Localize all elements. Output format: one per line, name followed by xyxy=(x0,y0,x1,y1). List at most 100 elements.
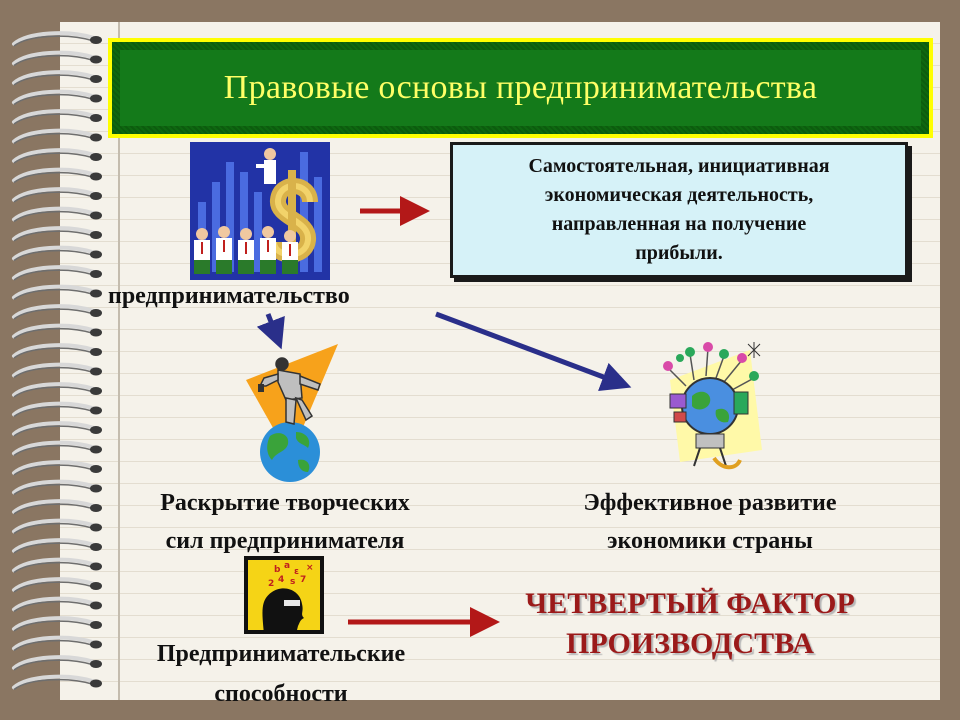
spiral-coil-shadow xyxy=(13,639,95,652)
runner-globe-icon xyxy=(246,344,338,482)
spiral-coil-shadow xyxy=(13,542,95,554)
spiral-coil-shadow xyxy=(13,425,95,437)
spiral-hole xyxy=(90,465,102,473)
spiral-coil xyxy=(12,518,96,534)
spiral-hole xyxy=(90,133,102,142)
svg-text:4: 4 xyxy=(278,575,284,585)
spiral-coil xyxy=(12,206,96,222)
spiral-coil-shadow xyxy=(13,620,95,632)
spiral-hole xyxy=(90,582,102,590)
spiral-hole xyxy=(90,406,102,415)
fourth-factor-label: ЧЕТВЕРТЫЙ ФАКТОР ПРОИЗВОДСТВА xyxy=(500,584,880,664)
spiral-coil xyxy=(12,401,96,417)
spiral-coil-shadow xyxy=(13,171,95,184)
spiral-coil xyxy=(12,616,96,631)
spiral-hole xyxy=(90,231,102,239)
entrepreneurial-abilities-line-1: Предпринимательские xyxy=(156,641,406,667)
spiral-hole xyxy=(90,426,102,434)
spiral-coil-shadow xyxy=(13,288,95,301)
spiral-hole xyxy=(90,543,102,551)
spiral-hole xyxy=(90,504,102,512)
spiral-coil xyxy=(12,479,96,495)
spiral-coil-shadow xyxy=(13,581,95,593)
svg-text:7: 7 xyxy=(300,575,306,585)
economy-development-line-1: Эффективное развитие xyxy=(583,490,837,516)
spiral-hole xyxy=(90,192,102,200)
spiral-coil xyxy=(12,167,96,183)
entrepreneurial-abilities-label: Предпринимательские способности xyxy=(108,634,454,714)
spiral-coil-shadow xyxy=(13,600,95,613)
spiral-coil xyxy=(12,538,96,553)
spiral-coil-shadow xyxy=(13,444,95,457)
fourth-factor-line-2: ПРОИЗВОДСТВА xyxy=(566,627,814,660)
creative-forces-line-2: сил предпринимателя xyxy=(165,528,405,554)
business-people-dollar-icon xyxy=(190,142,330,280)
spiral-coil-shadow xyxy=(13,210,95,223)
spiral-coil-shadow xyxy=(13,308,95,320)
spiral-coil-shadow xyxy=(13,483,95,496)
spiral-coil xyxy=(12,674,96,690)
spiral-hole xyxy=(90,328,102,337)
spiral-coil xyxy=(12,284,96,300)
spiral-coil xyxy=(12,128,96,144)
spiral-coil-shadow xyxy=(13,113,95,125)
spiral-hole xyxy=(90,523,102,532)
creative-forces-line-1: Раскрытие творческих xyxy=(160,490,410,516)
spiral-hole xyxy=(90,621,102,629)
svg-text:b: b xyxy=(274,565,281,575)
spiral-coil-shadow xyxy=(13,132,95,145)
spiral-coil xyxy=(12,187,96,202)
spiral-hole xyxy=(90,484,102,493)
svg-text:×: × xyxy=(306,563,314,573)
spiral-coil xyxy=(12,323,96,339)
spiral-hole xyxy=(90,367,102,376)
title-banner: Правовые основы предпринимательства xyxy=(108,38,933,138)
definition-line-3: направленная на получение xyxy=(551,213,807,235)
spiral-coil xyxy=(12,635,96,651)
spiral-coil xyxy=(12,557,96,573)
spiral-hole xyxy=(90,153,102,161)
spiral-coil xyxy=(12,421,96,436)
spiral-hole xyxy=(90,94,102,103)
spiral-hole xyxy=(90,36,102,44)
creative-forces-label: Раскрытие творческих сил предпринимателя xyxy=(112,484,458,560)
spiral-coil-shadow xyxy=(13,366,95,379)
spiral-coil xyxy=(12,70,96,85)
spiral-binding xyxy=(12,31,102,691)
spiral-coil-shadow xyxy=(13,347,95,359)
spiral-hole xyxy=(90,309,102,317)
entrepreneurship-label: предпринимательство xyxy=(108,283,350,309)
tech-globe-icon xyxy=(663,342,762,470)
spiral-hole xyxy=(90,679,102,688)
spiral-hole xyxy=(90,172,102,181)
spiral-coil xyxy=(12,265,96,280)
spiral-hole xyxy=(90,640,102,649)
definition-box: Самостоятельная, инициативная экономичес… xyxy=(450,142,908,278)
spiral-coil-shadow xyxy=(13,405,95,418)
entrepreneurial-abilities-line-2: способности xyxy=(214,681,348,707)
svg-text:2: 2 xyxy=(268,579,274,589)
spiral-coil-shadow xyxy=(13,659,95,671)
page-title: Правовые основы предпринимательства xyxy=(223,69,818,106)
economy-development-label: Эффективное развитие экономики страны xyxy=(530,484,890,560)
spiral-coil-shadow xyxy=(13,74,95,86)
spiral-coil-shadow xyxy=(13,230,95,242)
spiral-coil xyxy=(12,343,96,358)
spiral-coil xyxy=(12,596,96,612)
fourth-factor-line-1: ЧЕТВЕРТЫЙ ФАКТОР xyxy=(525,587,855,620)
spiral-coil-shadow xyxy=(13,93,95,106)
spiral-coil xyxy=(12,245,96,261)
spiral-coil-shadow xyxy=(13,522,95,535)
spiral-coil-shadow xyxy=(13,249,95,262)
definition-line-4: прибыли. xyxy=(635,242,723,264)
economy-development-line-2: экономики страны xyxy=(607,528,813,554)
svg-text:ε: ε xyxy=(294,567,299,577)
spiral-coil xyxy=(12,304,96,319)
spiral-coil-shadow xyxy=(13,386,95,398)
spiral-hole xyxy=(90,601,102,610)
spiral-hole xyxy=(90,55,102,64)
spiral-coil-shadow xyxy=(13,678,95,691)
svg-text:a: a xyxy=(284,561,290,571)
spiral-hole xyxy=(90,211,102,220)
